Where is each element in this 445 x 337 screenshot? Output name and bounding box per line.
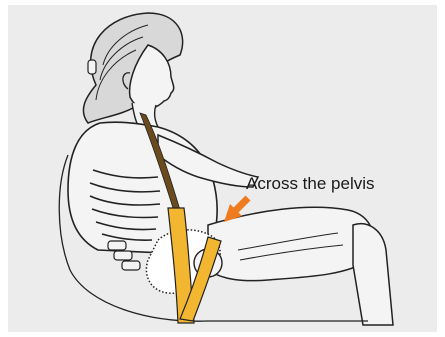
seatbelt-illustration	[8, 5, 437, 332]
pelvis-callout-label: Across the pelvis	[246, 174, 375, 194]
lower-leg	[353, 224, 393, 325]
illustration-panel: Across the pelvis	[8, 5, 437, 332]
hair-clip	[88, 60, 96, 74]
